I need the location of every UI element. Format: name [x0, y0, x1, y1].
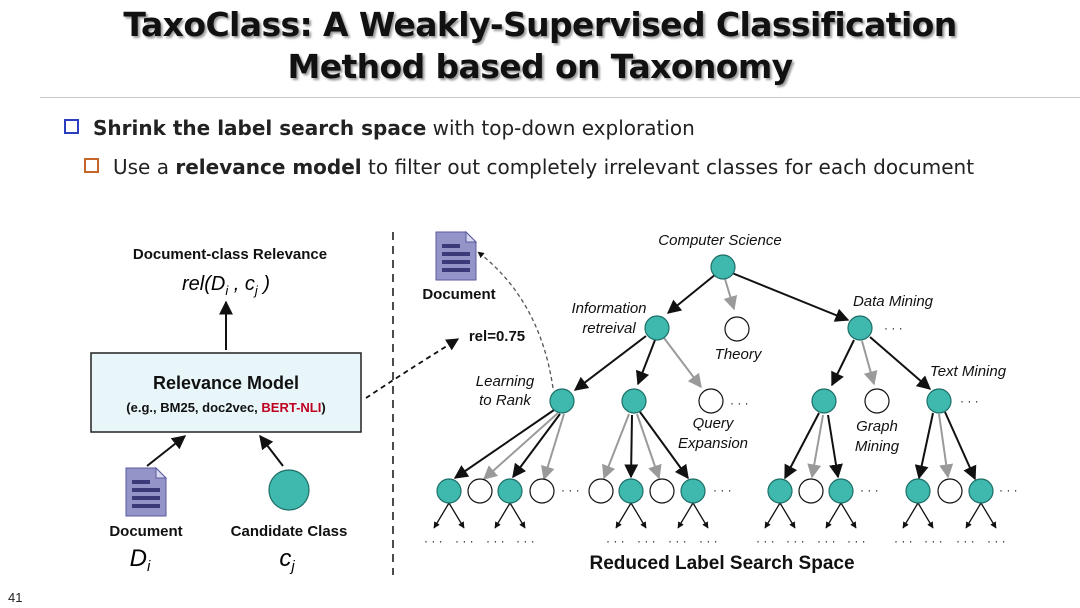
relevance-model-examples: (e.g., BM25, doc2vec, BERT-NLI) — [126, 400, 325, 415]
label-text-mining: Text Mining — [930, 363, 1007, 380]
relevance-formula: rel(Di , cj ) — [182, 273, 270, 298]
node-query-expansion — [698, 388, 724, 414]
candidate-class-node — [268, 469, 310, 511]
svg-text:· · ·: · · · — [637, 534, 656, 548]
relevance-model-box — [90, 352, 362, 433]
bullet-1: Shrink the label search space with top-d… — [64, 116, 695, 140]
label-query-line1: Query — [693, 415, 735, 432]
document-label: Document — [109, 523, 182, 540]
slide-title: TaxoClass: A Weakly-Supervised Classific… — [0, 4, 1080, 88]
node-ir-child — [621, 388, 647, 414]
bullet-2-text: to filter out completely irrelevant clas… — [361, 155, 975, 179]
svg-text:· · ·: · · · — [699, 534, 718, 548]
document-dashed-arrow — [477, 251, 554, 389]
reduced-search-caption: Reduced Label Search Space — [589, 553, 854, 574]
label-information-line1: Information — [571, 300, 646, 317]
svg-text:· · ·: · · · — [987, 534, 1006, 548]
bullet-2: Use a relevance model to filter out comp… — [84, 155, 974, 179]
svg-text:· · ·: · · · — [786, 534, 805, 548]
candidate-class-label: Candidate Class — [231, 523, 348, 540]
svg-text:· · ·: · · · — [668, 534, 687, 548]
node-theory — [724, 316, 750, 342]
node-information-retrieval — [644, 315, 670, 341]
title-divider — [40, 97, 1080, 98]
svg-text:· · ·: · · · — [999, 483, 1018, 497]
label-graph-line2: Mining — [855, 438, 900, 455]
title-line-2: Method based on Taxonomy — [287, 47, 793, 86]
svg-text:· · ·: · · · — [713, 483, 732, 497]
svg-text:· · ·: · · · — [756, 534, 775, 548]
page-number: 41 — [8, 590, 23, 605]
bullet-2-prefix: Use a — [113, 155, 176, 179]
svg-text:· · ·: · · · — [486, 534, 505, 548]
label-learning-line2: to Rank — [479, 392, 532, 409]
svg-text:· · ·: · · · — [956, 534, 975, 548]
node-graph-mining — [864, 388, 890, 414]
svg-text:· · ·: · · · — [847, 534, 866, 548]
label-data-mining: Data Mining — [853, 293, 934, 310]
label-computer-science: Computer Science — [658, 232, 781, 249]
candidate-class-symbol: cj — [279, 545, 295, 575]
relevance-dashed-arrow — [365, 338, 460, 399]
svg-text:· · ·: · · · — [860, 483, 879, 497]
bullet-1-text: with top-down exploration — [426, 116, 695, 140]
svg-text:· · ·: · · · — [606, 534, 625, 548]
svg-text:· · ·: · · · — [455, 534, 474, 548]
svg-text:· · ·: · · · — [730, 396, 749, 410]
document-label-right: Document — [422, 286, 495, 303]
svg-text:· · ·: · · · — [884, 321, 903, 335]
relevance-value: rel=0.75 — [469, 328, 525, 345]
taxonomy-nodes — [436, 254, 994, 504]
leaf-fans — [433, 502, 997, 529]
label-graph-line1: Graph — [856, 418, 898, 435]
document-icon-right — [435, 231, 477, 281]
ellipses: · · · · · · · · · · · · · · · · · · · · … — [424, 321, 1018, 548]
sub-bullet-square-icon — [84, 158, 99, 173]
node-learning-to-rank — [549, 388, 575, 414]
label-information-line2: retreival — [582, 320, 636, 337]
label-query-line2: Expansion — [678, 435, 748, 452]
document-input-arrow — [146, 435, 187, 467]
tree-edges — [453, 272, 977, 481]
svg-text:· · ·: · · · — [561, 483, 580, 497]
bullet-2-bold: relevance model — [175, 155, 362, 179]
node-data-mining — [847, 315, 873, 341]
document-symbol: Di — [130, 545, 151, 575]
bullet-square-icon — [64, 119, 79, 134]
title-line-1: TaxoClass: A Weakly-Supervised Classific… — [123, 5, 957, 44]
svg-text:· · ·: · · · — [424, 534, 443, 548]
svg-text:· · ·: · · · — [894, 534, 913, 548]
bullet-1-bold: Shrink the label search space — [93, 116, 427, 140]
svg-text:· · ·: · · · — [960, 394, 979, 408]
relevance-model-title: Relevance Model — [153, 373, 299, 393]
node-text-mining — [926, 388, 952, 414]
node-computer-science — [710, 254, 736, 280]
label-learning-line1: Learning — [476, 373, 535, 390]
svg-text:· · ·: · · · — [817, 534, 836, 548]
class-input-arrow — [259, 434, 284, 467]
document-icon — [125, 467, 167, 517]
node-dm-child — [811, 388, 837, 414]
label-theory: Theory — [715, 346, 763, 363]
svg-text:· · ·: · · · — [924, 534, 943, 548]
relevance-title: Document-class Relevance — [133, 246, 327, 263]
svg-text:· · ·: · · · — [516, 534, 535, 548]
